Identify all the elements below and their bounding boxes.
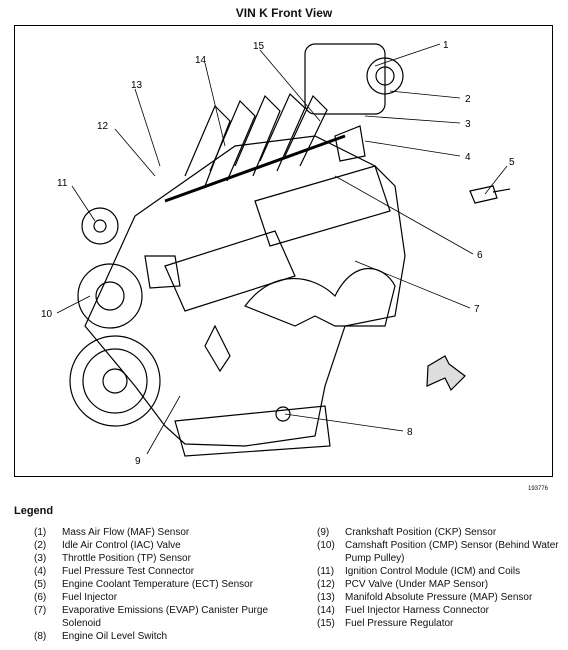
ect-sensor xyxy=(469,185,498,204)
legend-item: (5) Engine Coolant Temperature (ECT) Sens… xyxy=(34,578,299,591)
callout-14: 14 xyxy=(195,55,207,66)
callout-7: 7 xyxy=(474,304,480,315)
legend-num: (12) xyxy=(317,579,335,590)
legend-num: (13) xyxy=(317,592,335,603)
engine-block xyxy=(84,135,406,447)
legend-text: Throttle Position (TP) Sensor xyxy=(62,553,191,564)
legend-item: (8) Engine Oil Level Switch xyxy=(34,630,299,643)
callout-6: 6 xyxy=(477,250,483,261)
legend-text: Fuel Injector Harness Connector xyxy=(345,605,489,616)
legend-text: Ignition Control Module (ICM) and Coils xyxy=(345,566,521,577)
callout-5: 5 xyxy=(509,157,515,168)
legend-text: Engine Coolant Temperature (ECT) Sensor xyxy=(62,579,254,590)
legend-item: (7) Evaporative Emissions (EVAP) Canister… xyxy=(34,604,299,630)
diagram-title: VIN K Front View xyxy=(235,6,333,20)
callout-3: 3 xyxy=(465,119,471,130)
oil-level-switch xyxy=(275,406,291,422)
callout-10: 10 xyxy=(41,309,53,320)
maf-sensor xyxy=(366,57,404,95)
legend-item: (12) PCV Valve (Under MAP Sensor) xyxy=(317,578,562,591)
legend-num: (4) xyxy=(34,566,47,577)
legend-text: Fuel Pressure Test Connector xyxy=(62,566,195,577)
legend-item: (11) Ignition Control Module (ICM) and Co… xyxy=(317,565,562,578)
callout-13: 13 xyxy=(131,80,143,91)
legend-right-column: (9) Crankshaft Position (CKP) Sensor (10)… xyxy=(317,526,562,630)
callout-9: 9 xyxy=(135,456,141,467)
legend-num: (15) xyxy=(317,618,335,629)
legend-text: Fuel Injector xyxy=(62,592,118,603)
exhaust-manifold xyxy=(244,267,396,327)
water-pump-pulley xyxy=(77,263,143,329)
legend-heading: Legend xyxy=(14,505,54,517)
throttle-body xyxy=(304,43,386,115)
legend-num: (10) xyxy=(317,540,335,551)
oil-pan xyxy=(174,405,331,457)
leader-lines xyxy=(56,43,508,455)
legend-num: (7) xyxy=(34,605,47,616)
legend-item: (2) Idle Air Control (IAC) Valve xyxy=(34,539,299,552)
callout-11: 11 xyxy=(57,178,68,189)
crankshaft-balancer xyxy=(69,335,161,427)
callout-2: 2 xyxy=(465,94,471,105)
callout-4: 4 xyxy=(465,152,471,163)
legend-text: Idle Air Control (IAC) Valve xyxy=(62,540,181,551)
legend-num: (8) xyxy=(34,631,47,642)
valve-cover-rear xyxy=(254,165,391,247)
callout-12: 12 xyxy=(97,121,109,132)
intake-runners xyxy=(184,92,328,187)
legend-item: (4) Fuel Pressure Test Connector xyxy=(34,565,299,578)
legend-num: (5) xyxy=(34,579,47,590)
legend-num: (9) xyxy=(317,527,330,538)
engine-drawing: 1 2 3 4 5 6 7 8 9 10 11 12 13 14 15 xyxy=(41,40,515,467)
legend-num: (14) xyxy=(317,605,335,616)
legend-item: (13) Manifold Absolute Pressure (MAP) Sen… xyxy=(317,591,562,604)
legend-item: (15) Fuel Pressure Regulator xyxy=(317,617,562,630)
figure-id: 193776 xyxy=(528,486,549,492)
fuel-rail xyxy=(164,134,346,203)
legend-text: PCV Valve (Under MAP Sensor) xyxy=(345,579,489,590)
legend-text: Engine Oil Level Switch xyxy=(62,631,168,642)
legend-num: (11) xyxy=(317,566,335,577)
legend-text: Camshaft Position (CMP) Sensor (Behind W… xyxy=(345,540,559,564)
legend-text: Manifold Absolute Pressure (MAP) Sensor xyxy=(345,592,533,603)
legend-text: Evaporative Emissions (EVAP) Canister Pu… xyxy=(62,605,269,629)
front-arrow xyxy=(426,355,466,392)
engine-figure: 1 2 3 4 5 6 7 8 9 10 11 12 13 14 15 xyxy=(14,25,553,477)
legend-num: (6) xyxy=(34,592,47,603)
callout-8: 8 xyxy=(407,427,413,438)
legend-num: (3) xyxy=(34,553,47,564)
legend-text: Crankshaft Position (CKP) Sensor xyxy=(345,527,497,538)
legend-text: Fuel Pressure Regulator xyxy=(345,618,454,629)
legend-num: (1) xyxy=(34,527,47,538)
legend-item: (6) Fuel Injector xyxy=(34,591,299,604)
legend-item: (3) Throttle Position (TP) Sensor xyxy=(34,552,299,565)
callout-15: 15 xyxy=(253,41,265,52)
legend-left-column: (1) Mass Air Flow (MAF) Sensor (2) Idle Ai… xyxy=(34,526,299,643)
legend-item: (14) Fuel Injector Harness Connector xyxy=(317,604,562,617)
legend-num: (2) xyxy=(34,540,47,551)
callout-1: 1 xyxy=(443,40,449,51)
legend-item: (1) Mass Air Flow (MAF) Sensor xyxy=(34,526,299,539)
legend-text: Mass Air Flow (MAF) Sensor xyxy=(62,527,190,538)
legend-item: (10) Camshaft Position (CMP) Sensor (Behi… xyxy=(317,539,562,565)
valve-cover-front xyxy=(164,230,296,312)
idler-pulley xyxy=(81,207,119,245)
legend-item: (9) Crankshaft Position (CKP) Sensor xyxy=(317,526,562,539)
